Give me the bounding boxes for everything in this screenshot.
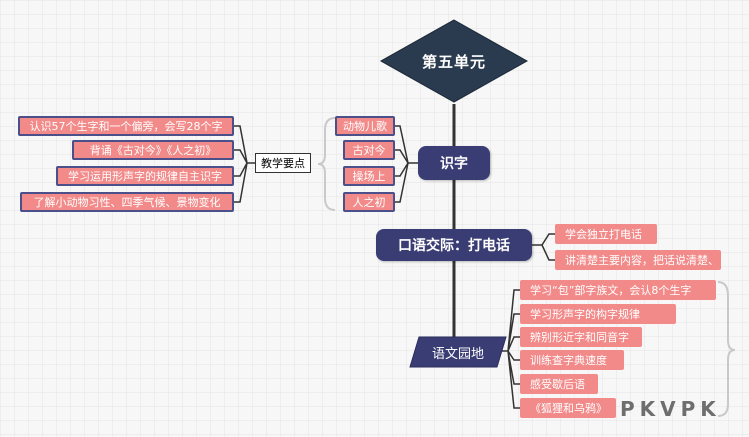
oral-item-label: 讲清楚主要内容，把话说清楚、 [565, 254, 719, 267]
key-point-item[interactable]: 认识57个生字和一个偏旁，会写28个字 [18, 116, 234, 136]
garden-item[interactable]: 学习“包”部字族文，会认8个生字 [520, 280, 716, 300]
node-literacy[interactable]: 识字 [418, 146, 490, 180]
node-literacy-label: 识字 [440, 156, 468, 172]
garden-item[interactable]: 感受歇后语 [520, 374, 598, 394]
garden-item-label: 学习“包”部字族文，会认8个生字 [530, 284, 692, 297]
key-point-item[interactable]: 背诵《古对今》《人之初》 [72, 140, 234, 160]
garden-item[interactable]: 《狐狸和乌鸦》 [520, 398, 616, 418]
key-point-label: 认识57个生字和一个偏旁，会写28个字 [29, 120, 223, 133]
key-point-label: 了解小动物习性、四季气候、景物变化 [33, 196, 221, 209]
lesson-item[interactable]: 人之初 [343, 192, 395, 212]
garden-item[interactable]: 辨别形近字和同音字 [520, 327, 642, 347]
key-point-item[interactable]: 学习运用形声字的规律自主识字 [56, 166, 234, 186]
node-garden[interactable]: 语文园地 [409, 336, 507, 368]
oral-item-label: 学会独立打电话 [565, 228, 642, 241]
lesson-label: 操场上 [352, 170, 386, 183]
node-oral-label: 口语交际：打电话 [398, 238, 510, 254]
oral-item[interactable]: 学会独立打电话 [555, 224, 657, 244]
key-point-item[interactable]: 了解小动物习性、四季气候、景物变化 [20, 192, 234, 212]
lesson-label: 人之初 [352, 196, 386, 209]
node-garden-label: 语文园地 [431, 346, 484, 362]
lesson-label: 古对今 [352, 144, 386, 157]
garden-item-label: 《狐狸和乌鸦》 [530, 402, 607, 415]
garden-item-label: 学习形声字的构字规律 [530, 308, 640, 321]
garden-item[interactable]: 学习形声字的构字规律 [520, 304, 676, 324]
garden-item-label: 辨别形近字和同音字 [530, 331, 629, 344]
key-points-text: 教学要点 [261, 157, 305, 170]
node-oral[interactable]: 口语交际：打电话 [376, 229, 532, 261]
garden-item-label: 训练查字典速度 [530, 354, 607, 367]
root-node[interactable]: 第五单元 [379, 18, 529, 104]
key-points-label[interactable]: 教学要点 [255, 153, 311, 173]
parallelogram-shape [409, 336, 507, 368]
watermark-text: PKVPK [620, 397, 721, 421]
garden-item[interactable]: 训练查字典速度 [520, 350, 624, 370]
root-label: 第五单元 [421, 52, 486, 71]
lesson-item[interactable]: 动物儿歌 [335, 116, 395, 136]
oral-item[interactable]: 讲清楚主要内容，把话说清楚、 [555, 250, 721, 270]
lesson-item[interactable]: 古对今 [343, 140, 395, 160]
lesson-item[interactable]: 操场上 [343, 166, 395, 186]
key-point-label: 背诵《古对今》《人之初》 [89, 144, 217, 157]
diamond-shape [379, 19, 529, 103]
garden-item-label: 感受歇后语 [530, 378, 585, 391]
key-point-label: 学习运用形声字的规律自主识字 [68, 170, 222, 183]
lesson-label: 动物儿歌 [343, 120, 387, 133]
